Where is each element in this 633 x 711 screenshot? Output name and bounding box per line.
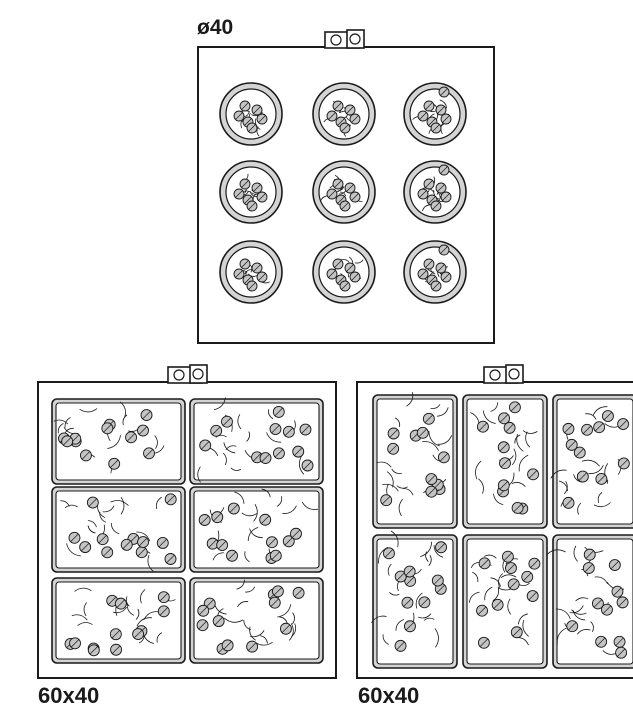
door-handle-icon bbox=[168, 365, 207, 383]
rectangular-pizza-icon bbox=[463, 535, 547, 668]
rectangular-pizza-icon bbox=[52, 399, 185, 484]
rectangular-pizza-icon bbox=[547, 535, 633, 668]
rectangular-pizza-icon bbox=[373, 392, 457, 528]
rectangular-pizza-icon bbox=[52, 578, 185, 663]
rectangular-pizza-icon bbox=[190, 578, 323, 663]
rectangular-pizza-icon bbox=[190, 397, 323, 484]
pizza-icon bbox=[313, 161, 375, 223]
pizza-icon bbox=[220, 241, 282, 303]
rectangular-pizza-icon bbox=[190, 487, 323, 572]
pizza-icon bbox=[404, 241, 466, 303]
rectangular-pizza-icon bbox=[52, 487, 185, 572]
rectangular-pizza-icon bbox=[463, 395, 547, 528]
pizza-icon bbox=[313, 83, 375, 145]
pizza-icon bbox=[313, 241, 375, 303]
pizza-icon bbox=[220, 83, 282, 145]
pizza-icon bbox=[404, 83, 466, 145]
rectangular-pizza-icon bbox=[551, 395, 633, 528]
door-handle-icon bbox=[484, 365, 523, 383]
pizza-icon bbox=[220, 161, 282, 223]
door-handle-icon bbox=[325, 30, 364, 48]
rectangular-pizza-icon bbox=[371, 531, 457, 668]
pizza-icon bbox=[404, 161, 466, 223]
